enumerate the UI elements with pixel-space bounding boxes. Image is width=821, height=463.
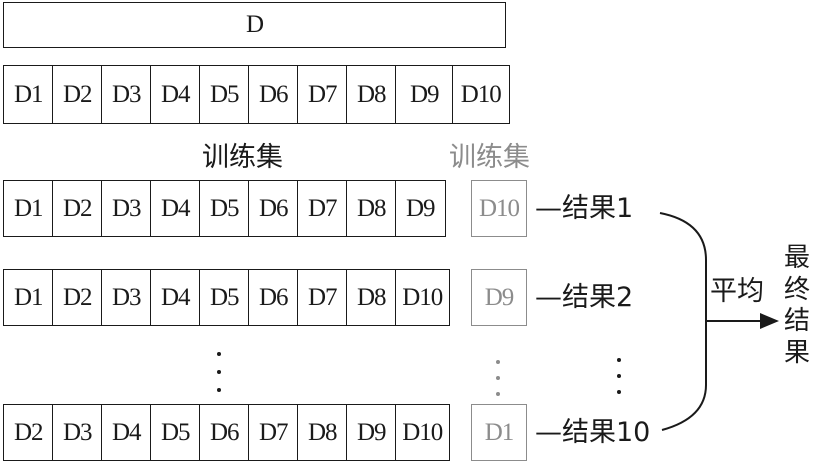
result-ellipsis xyxy=(617,358,623,394)
train-fold-d1: D1 xyxy=(3,269,54,326)
test-set-header: 训练集 xyxy=(449,142,530,173)
train-fold-d7: D7 xyxy=(248,404,299,461)
fold-cell-d6: D6 xyxy=(248,65,299,124)
train-fold-d8: D8 xyxy=(297,404,348,461)
train-ellipsis xyxy=(217,352,223,392)
train-fold-d6: D6 xyxy=(248,269,299,326)
train-fold-d8: D8 xyxy=(346,180,397,237)
train-fold-d9: D9 xyxy=(395,180,446,237)
final-label-char: 终 xyxy=(784,274,811,305)
test-ellipsis xyxy=(496,360,502,396)
result-label-1: —结果1 xyxy=(535,193,634,224)
train-fold-d4: D4 xyxy=(150,180,201,237)
train-fold-d10: D10 xyxy=(395,404,450,461)
train-fold-d7: D7 xyxy=(297,269,348,326)
final-label-char: 最 xyxy=(784,243,811,273)
train-fold-d2: D2 xyxy=(52,269,103,326)
train-fold-d3: D3 xyxy=(101,269,152,326)
train-fold-d2: D2 xyxy=(52,180,103,237)
test-fold-d1: D1 xyxy=(471,404,527,461)
test-fold-d10: D10 xyxy=(471,180,527,237)
train-set-header: 训练集 xyxy=(202,142,283,173)
train-fold-d6: D6 xyxy=(248,180,299,237)
fold-cell-d4: D4 xyxy=(150,65,201,124)
train-fold-d3: D3 xyxy=(52,404,103,461)
final-label-char: 结 xyxy=(784,306,811,337)
fold-cell-d2: D2 xyxy=(52,65,103,124)
train-fold-d6: D6 xyxy=(199,404,250,461)
train-fold-d7: D7 xyxy=(297,180,348,237)
train-fold-d5: D5 xyxy=(199,269,250,326)
merge-brace xyxy=(659,212,707,431)
train-fold-d5: D5 xyxy=(199,180,250,237)
test-fold-d9: D9 xyxy=(471,269,527,326)
fold-cell-d3: D3 xyxy=(101,65,152,124)
train-fold-d5: D5 xyxy=(150,404,201,461)
train-fold-d4: D4 xyxy=(150,269,201,326)
fold-cell-d1: D1 xyxy=(3,65,54,124)
train-fold-d2: D2 xyxy=(3,404,54,461)
dataset-label: D xyxy=(245,11,264,38)
train-fold-d8: D8 xyxy=(346,269,397,326)
final-result-label: 最终结果 xyxy=(784,243,810,370)
fold-cell-d7: D7 xyxy=(297,65,348,124)
train-fold-d10: D10 xyxy=(395,269,450,326)
dataset-box: D xyxy=(3,2,506,48)
train-fold-d9: D9 xyxy=(346,404,397,461)
result-label-2: —结果2 xyxy=(535,282,634,313)
fold-cell-d8: D8 xyxy=(346,65,397,124)
train-fold-d3: D3 xyxy=(101,180,152,237)
average-arrowhead xyxy=(760,313,779,329)
final-label-char: 果 xyxy=(784,338,811,369)
average-label: 平均 xyxy=(710,276,764,307)
result-label-3: —结果10 xyxy=(535,417,651,448)
fold-cell-d10: D10 xyxy=(452,65,510,124)
